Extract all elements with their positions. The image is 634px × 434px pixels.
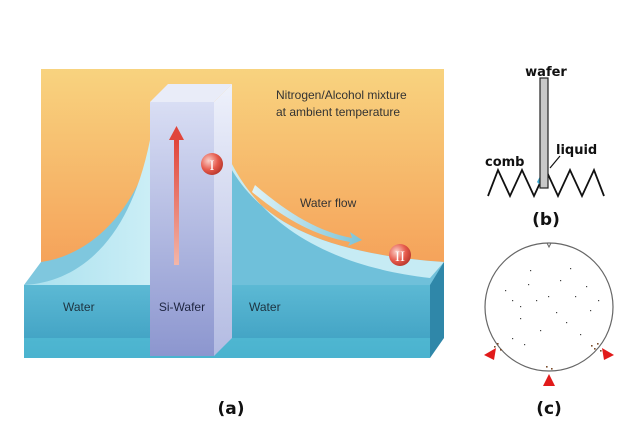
defect-speck	[520, 306, 522, 308]
defect-cluster-speck	[494, 346, 496, 348]
defect-speck	[536, 300, 538, 302]
defect-speck	[530, 270, 532, 272]
defect-speck	[512, 338, 514, 340]
defect-speck	[512, 300, 514, 302]
red-marker-left	[484, 348, 496, 360]
panel-c: (c)	[484, 242, 614, 419]
panel-a-caption: (a)	[217, 399, 244, 419]
defect-cluster-speck	[594, 348, 596, 350]
defect-cluster-speck	[500, 349, 502, 351]
wafer-bar	[539, 77, 549, 189]
marker-2-ball	[389, 244, 411, 266]
defect-speck	[520, 318, 522, 320]
defect-cluster-speck	[591, 345, 593, 347]
defect-cluster-speck	[600, 350, 602, 352]
wafer-map-outline	[484, 242, 614, 372]
liquid-pointer	[549, 155, 561, 169]
panel-b-comb-label: comb	[485, 155, 525, 170]
wafer-pull-arrow-shaft	[174, 140, 179, 265]
wafer-top	[150, 84, 232, 102]
water-slab-bottom-band	[24, 338, 430, 358]
marker-1-ball	[201, 153, 223, 175]
water-right-surface	[214, 130, 444, 290]
defect-speck	[556, 312, 558, 314]
wafer-notch	[546, 242, 552, 249]
panel-b-liquid-label: liquid	[556, 143, 597, 158]
panel-a: I II Nitrogen/Alcohol mixture at ambient…	[24, 69, 444, 419]
water-flow-arrow	[252, 185, 362, 246]
water-right-label: Water	[249, 300, 281, 314]
defect-cluster-speck	[497, 343, 499, 345]
defect-speck	[528, 284, 530, 286]
defect-speck	[540, 330, 542, 332]
annotation-line-1: Nitrogen/Alcohol mixture	[276, 88, 407, 102]
wafer-label: Si-Wafer	[159, 300, 205, 314]
defect-cluster-speck	[546, 366, 548, 368]
wafer-side	[214, 84, 232, 356]
wafer-front	[150, 102, 214, 356]
defect-speck	[598, 300, 600, 302]
annotation-line-2: at ambient temperature	[276, 105, 400, 119]
wafer-pull-arrow-head	[169, 126, 184, 140]
marker-2-label: II	[395, 249, 405, 265]
water-left-top	[24, 140, 150, 292]
defect-speck	[560, 280, 562, 282]
defect-speck	[566, 322, 568, 324]
panel-b: wafer liquid comb (b)	[485, 65, 605, 230]
panel-c-caption: (c)	[536, 399, 562, 419]
defect-speck	[570, 268, 572, 270]
panel-b-wafer-label: wafer	[525, 65, 567, 80]
defect-cluster-speck	[551, 368, 553, 370]
defect-speck	[548, 296, 550, 298]
defect-speck	[524, 344, 526, 346]
red-marker-bottom	[543, 374, 555, 386]
water-flow-label: Water flow	[300, 196, 357, 210]
defect-cluster-speck	[597, 343, 599, 345]
defect-speck	[580, 334, 582, 336]
marker-1-label: I	[210, 158, 215, 174]
panel-b-caption: (b)	[532, 210, 560, 230]
particle-defects	[494, 268, 602, 370]
red-marker-right	[602, 348, 614, 360]
water-slab-side	[430, 262, 444, 358]
defect-speck	[575, 296, 577, 298]
defect-speck	[590, 310, 592, 312]
water-right-top	[214, 110, 444, 278]
water-left-label: Water	[63, 300, 95, 314]
defect-speck	[505, 290, 507, 292]
defect-speck	[586, 286, 588, 288]
